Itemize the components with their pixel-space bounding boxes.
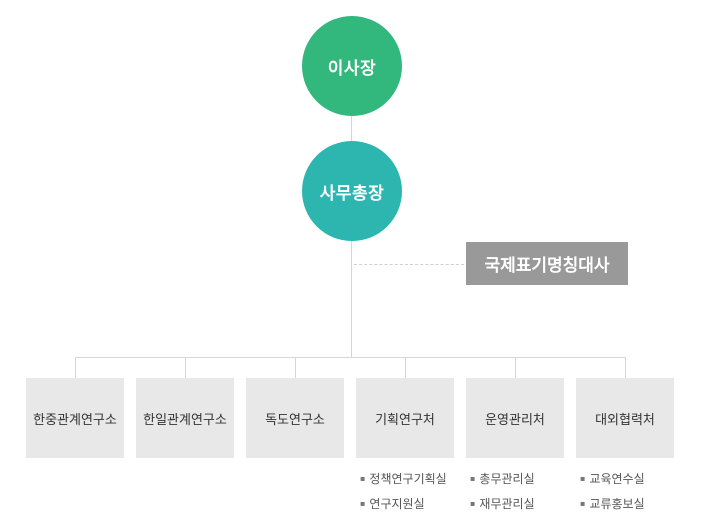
department-box-5: 운영관리처 <box>466 378 564 458</box>
connector-special-unit <box>354 264 464 265</box>
connector-dept-5 <box>515 357 516 378</box>
department-box-1: 한중관계연구소 <box>26 378 124 458</box>
list-item: 교류홍보실 <box>580 495 644 520</box>
connector-dept-4 <box>405 357 406 378</box>
special-unit-box: 국제표기명칭대사 <box>466 242 628 285</box>
subunit-list-planning: 정책연구기획실 연구지원실 <box>360 470 447 520</box>
department-box-4: 기획연구처 <box>356 378 454 458</box>
subunit-list-operations: 총무관리실 재무관리실 <box>470 470 534 520</box>
connector-dept-1 <box>75 357 76 378</box>
department-box-2: 한일관계연구소 <box>136 378 234 458</box>
connector-dept-2 <box>185 357 186 378</box>
department-box-6: 대외협력처 <box>576 378 674 458</box>
chairman-node: 이사장 <box>302 16 402 116</box>
connector-secretary-trunk <box>351 241 352 357</box>
connector-chairman-secretary <box>351 116 352 141</box>
connector-horizontal-bus <box>75 357 626 358</box>
connector-dept-3 <box>295 357 296 378</box>
subunit-list-external: 교육연수실 교류홍보실 <box>580 470 644 520</box>
list-item: 교육연수실 <box>580 470 644 495</box>
list-item: 정책연구기획실 <box>360 470 446 495</box>
list-item: 연구지원실 <box>360 495 447 520</box>
connector-dept-6 <box>625 357 626 378</box>
department-box-3: 독도연구소 <box>246 378 344 458</box>
list-item: 재무관리실 <box>470 495 534 520</box>
secretary-general-node: 사무총장 <box>302 141 402 241</box>
list-item: 총무관리실 <box>470 470 534 495</box>
